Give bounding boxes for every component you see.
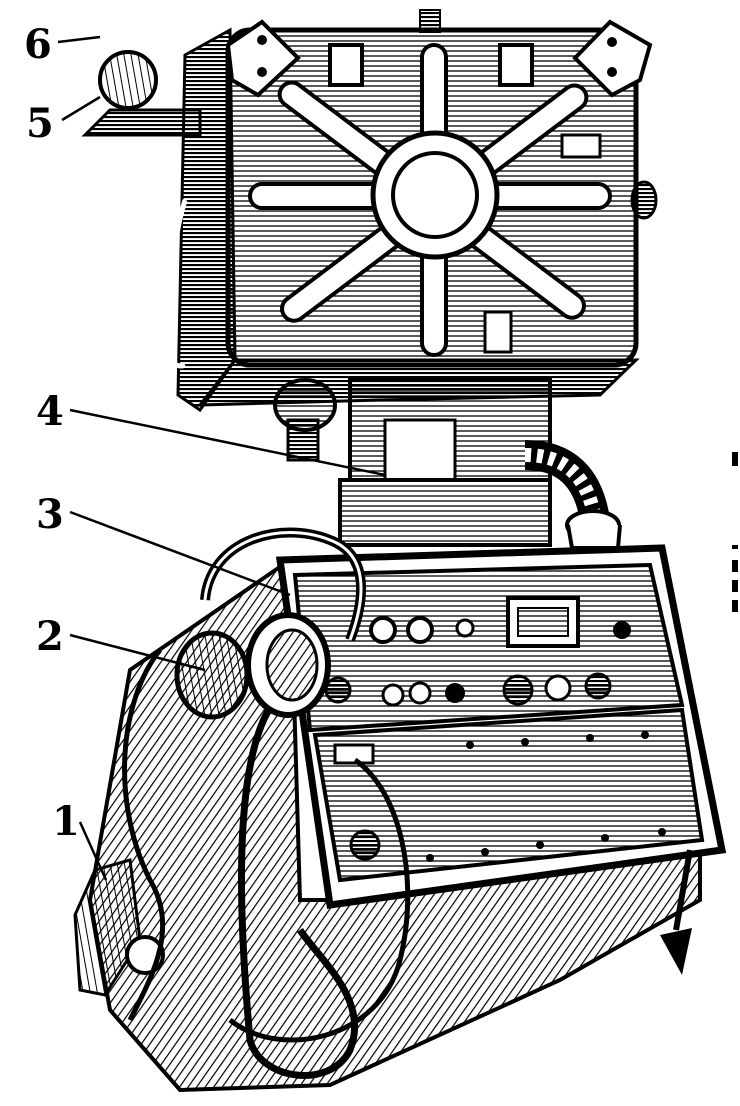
side-knob-icon	[630, 180, 658, 220]
knob-icon	[408, 681, 432, 705]
ground-spike	[660, 849, 693, 975]
callout-label-6: 6	[24, 21, 52, 68]
callout-label-4: 4	[36, 388, 64, 435]
center-hub-inner-icon	[391, 151, 479, 239]
knob-icon	[455, 618, 475, 638]
panel-rivets	[426, 731, 666, 862]
carry-handle	[237, 697, 359, 1079]
toggle-switch-icon	[613, 621, 631, 639]
panel-knobs	[324, 616, 631, 861]
callout-label-2: 2	[36, 613, 64, 660]
leader-lines	[57, 35, 386, 881]
left-cable	[161, 199, 188, 369]
small-slot-icon	[483, 310, 513, 354]
callout-label-1: 1	[52, 798, 80, 845]
knob-icon	[584, 672, 612, 700]
knob-icon	[369, 616, 397, 644]
headphones	[122, 527, 367, 1022]
knob-icon	[502, 674, 534, 706]
leader-line-4	[69, 408, 386, 477]
earphone-left-icon	[174, 630, 250, 720]
leader-line-1	[78, 821, 108, 881]
knob-icon	[445, 683, 465, 703]
callout-label-5: 5	[26, 100, 54, 147]
latch-right-icon	[498, 43, 534, 87]
small-fixture-dial-icon	[98, 50, 158, 110]
knob-icon	[544, 674, 572, 702]
corner-bracket-left-icon	[225, 19, 301, 98]
knob-icon	[349, 829, 381, 861]
jack-socket-icon	[333, 743, 375, 765]
leader-line-3	[69, 510, 291, 597]
cable	[228, 757, 411, 1043]
knob-icon	[324, 676, 352, 704]
small-plate-icon	[560, 133, 602, 159]
cropped-margin-marks	[732, 452, 738, 612]
leader-line-2	[69, 633, 206, 672]
mounting-bracket	[273, 378, 622, 550]
control-panel-upper	[292, 562, 685, 733]
callout-labels: 6 5 4 3 2 1	[24, 21, 80, 845]
leader-line-6	[57, 35, 101, 44]
knob-icon	[406, 616, 434, 644]
headphone-cord	[122, 648, 166, 1022]
leader-line-5	[61, 95, 101, 122]
small-fixture	[81, 50, 202, 137]
knob-icon	[381, 683, 405, 707]
latch-left-icon	[328, 43, 364, 87]
top-housing	[176, 9, 658, 413]
corner-bracket-right-icon	[572, 19, 653, 98]
callout-label-3: 3	[36, 491, 64, 538]
control-unit	[73, 544, 727, 1093]
